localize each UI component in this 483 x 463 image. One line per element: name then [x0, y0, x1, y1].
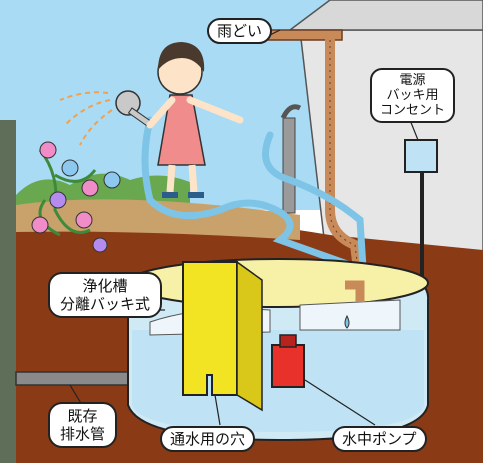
- power-outlet-line-1: 電源: [399, 73, 426, 88]
- girl: [146, 42, 244, 198]
- submersible-pump-label: 水中ポンプ: [332, 426, 427, 452]
- house-roof: [287, 0, 483, 31]
- water-spray: [59, 91, 113, 146]
- shower-nozzle: [115, 90, 151, 127]
- spout: [345, 280, 365, 302]
- tank-partition-side: [236, 260, 263, 412]
- faucet: [280, 104, 302, 120]
- tank-lid: [127, 258, 429, 308]
- outlet-box: [404, 139, 438, 173]
- left-photo-strip: [0, 120, 16, 463]
- septic-tank-line-1: 浄化槽: [82, 277, 128, 295]
- water-drop: [344, 314, 350, 329]
- morning-glory-vines: [31, 141, 121, 253]
- existing-drain-line-2: 排水管: [60, 425, 106, 443]
- power-outlet-line-2: バッキ用: [386, 88, 439, 103]
- septic-tank-line-2: 分離バッキ式: [60, 295, 151, 313]
- faucet-post: [282, 117, 296, 214]
- garden-hose: [141, 116, 354, 314]
- tank-grate-2: [299, 299, 401, 331]
- rain-gutter-label: 雨どい: [207, 18, 273, 44]
- downpipe-outline: [329, 40, 361, 286]
- power-outlet-label: 電源 バッキ用 コンセント: [370, 68, 456, 123]
- submersible-pump-top: [279, 334, 297, 348]
- existing-drain-line-1: 既存: [67, 407, 98, 425]
- tank-partition: [182, 261, 238, 396]
- submersible-pump-body: [271, 344, 305, 388]
- garden-hose-2: [262, 131, 369, 349]
- existing-drain-label: 既存 排水管: [48, 402, 118, 448]
- water-hole-label: 通水用の穴: [160, 426, 256, 452]
- septic-tank-label: 浄化槽 分離バッキ式: [48, 272, 163, 318]
- power-outlet-line-3: コンセント: [380, 103, 446, 118]
